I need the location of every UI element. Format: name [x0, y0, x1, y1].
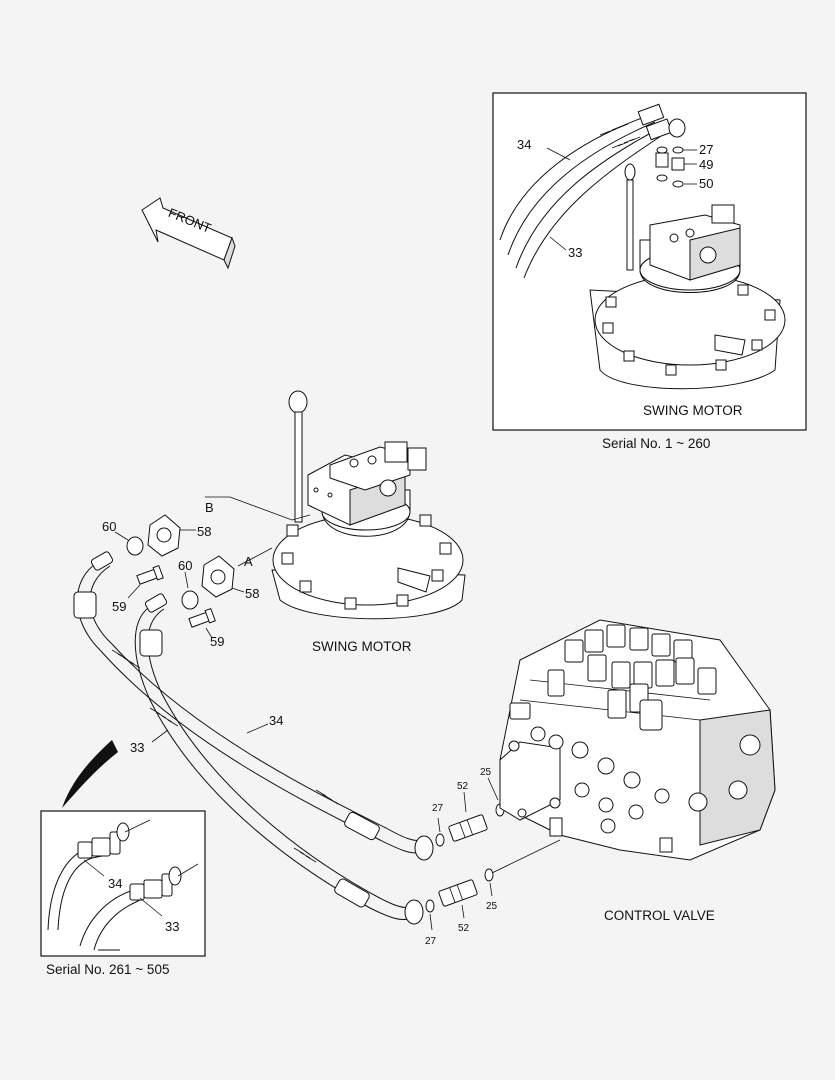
inset-callout-34: 34: [517, 137, 531, 152]
main-swing-motor-label: SWING MOTOR: [312, 639, 412, 654]
callout-27-upper: 27: [432, 803, 444, 814]
callout-27-lower: 27: [425, 936, 437, 947]
hose-33-braid: [149, 707, 317, 863]
callout-59-lower: 59: [210, 634, 224, 649]
serial-bottom-label: Serial No. 261 ~ 505: [46, 962, 169, 977]
inset-callout-33: 33: [568, 245, 582, 260]
hose-33: [134, 593, 424, 925]
main-swing-motor: B A SWING MOTOR: [205, 390, 466, 654]
inset-swing-motor-label: SWING MOTOR: [643, 403, 743, 418]
inset-bolts: [602, 284, 776, 376]
callout-52-lower: 52: [458, 923, 470, 934]
front-arrow-icon: FRONT: [141, 197, 236, 270]
callout-25-lower: 25: [486, 901, 498, 912]
callout-52-upper: 52: [457, 781, 469, 792]
inset-hoses-serial-261-505: 34 33: [40, 810, 206, 957]
serial-top-label: Serial No. 1 ~ 260: [602, 436, 710, 451]
callout-58-lower: 58: [245, 586, 259, 601]
port-b-label: B: [205, 500, 214, 515]
valve-spool-caps: [547, 624, 717, 731]
callout-58-upper: 58: [197, 524, 211, 539]
curved-arrow-icon: [62, 740, 118, 808]
callout-60-upper: 60: [102, 519, 116, 534]
control-valve: CONTROL VALVE: [499, 619, 776, 923]
callout-33: 33: [130, 740, 144, 755]
callout-25-upper: 25: [480, 767, 492, 778]
inset2-callout-33: 33: [165, 919, 179, 934]
control-valve-label: CONTROL VALVE: [604, 908, 715, 923]
port-a-label: A: [244, 554, 253, 569]
inset-callout-49: 49: [699, 157, 713, 172]
flange-set-lower: [181, 555, 245, 639]
main-motor-bolts: [281, 514, 452, 610]
adapter-set-lower: [425, 868, 494, 931]
hose-34-braid: [111, 649, 339, 805]
inset-swing-motor-serial-1-260: 34 27 49 50 33 SWING MOTOR: [492, 92, 807, 431]
hose-34: [73, 551, 434, 861]
callout-34: 34: [269, 713, 283, 728]
inset-callout-27: 27: [699, 142, 713, 157]
inset2-callout-34: 34: [108, 876, 122, 891]
inset-callout-50: 50: [699, 176, 713, 191]
flange-set-upper: [114, 514, 196, 599]
callout-60-lower: 60: [178, 558, 192, 573]
callout-59-upper: 59: [112, 599, 126, 614]
valve-ports: [508, 726, 761, 834]
adapter-set-upper: [435, 777, 505, 847]
